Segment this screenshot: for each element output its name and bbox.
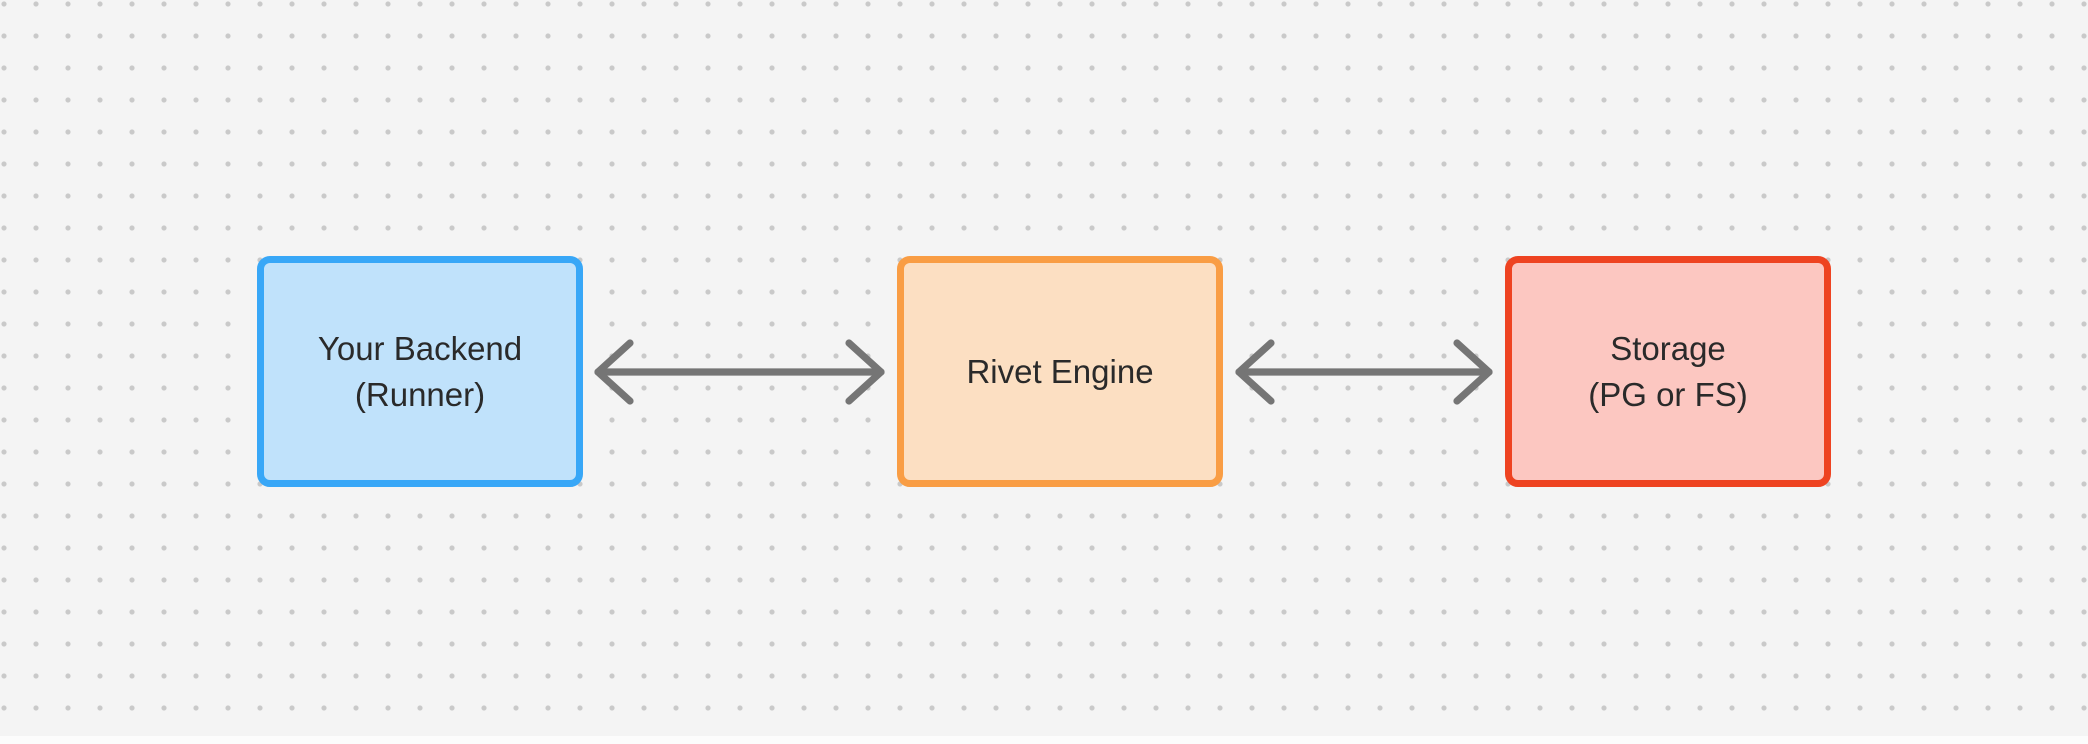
- node-rivet-engine: Rivet Engine: [897, 256, 1223, 487]
- double-arrow-icon: [594, 339, 885, 405]
- node-storage-label-line2: (PG or FS): [1588, 375, 1748, 413]
- bidirectional-arrow-engine-storage: [1231, 337, 1497, 407]
- node-rivet-engine-label-line1: Rivet Engine: [966, 352, 1154, 390]
- canvas-bottom-edge-strip: [0, 736, 2088, 744]
- bidirectional-arrow-backend-engine: [590, 337, 889, 407]
- node-storage: Storage (PG or FS): [1505, 256, 1831, 487]
- node-your-backend-label-line2: (Runner): [354, 375, 486, 413]
- node-your-backend-label-line1: Your Backend: [317, 329, 523, 367]
- double-arrow-icon: [1235, 339, 1493, 405]
- node-storage-label-line1: Storage: [1610, 329, 1726, 367]
- node-your-backend: Your Backend (Runner): [257, 256, 583, 487]
